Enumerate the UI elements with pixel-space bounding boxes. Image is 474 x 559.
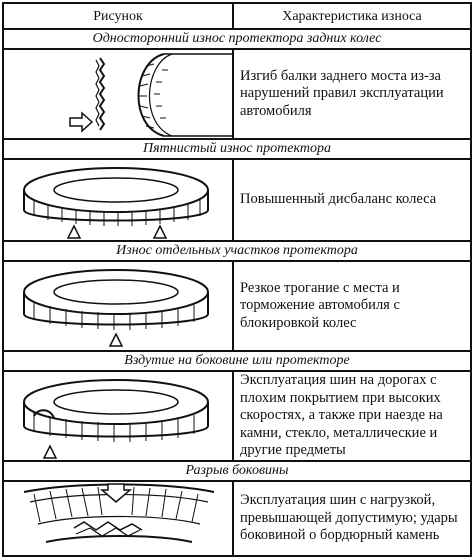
description-one-sided-wear: Изгиб балки заднего моста из-за нарушени… bbox=[240, 67, 444, 119]
description-sidewall-rupture: Эксплуатация шин с нагрузкой, превышающе… bbox=[240, 492, 458, 544]
row-title-spotty-wear: Пятнистый износ протектора bbox=[4, 138, 470, 160]
description-local-wear: Резкое трогание с места и торможение авт… bbox=[240, 279, 400, 331]
tire-illustration bbox=[23, 167, 209, 239]
figure-bulge bbox=[4, 372, 234, 460]
header-characteristic: Характеристика износа bbox=[282, 9, 422, 24]
description-bulge: Эксплуатация шин на дорогах с плохим пок… bbox=[240, 372, 443, 459]
figure-local-wear bbox=[4, 262, 234, 350]
tire-illustration bbox=[23, 379, 209, 459]
row-title-local-wear: Износ отдельных участков протектора bbox=[4, 240, 470, 262]
row-title-one-sided-wear: Односторонний износ протектора задних ко… bbox=[4, 28, 470, 50]
tire-illustration bbox=[23, 269, 209, 347]
figure-sidewall-rupture bbox=[4, 482, 234, 555]
tire-section-illustration bbox=[23, 483, 215, 543]
header-figure: Рисунок bbox=[4, 4, 234, 30]
row-title-sidewall-rupture: Разрыв боковины bbox=[4, 460, 470, 482]
tread-profile-illustration bbox=[69, 53, 232, 137]
description-spotty-wear: Повышенный дисбаланс колеса bbox=[240, 191, 437, 208]
figure-one-sided-wear bbox=[4, 50, 234, 138]
row-title-bulge: Вздутие на боковине или протекторе bbox=[4, 350, 470, 372]
figure-spotty-wear bbox=[4, 160, 234, 240]
